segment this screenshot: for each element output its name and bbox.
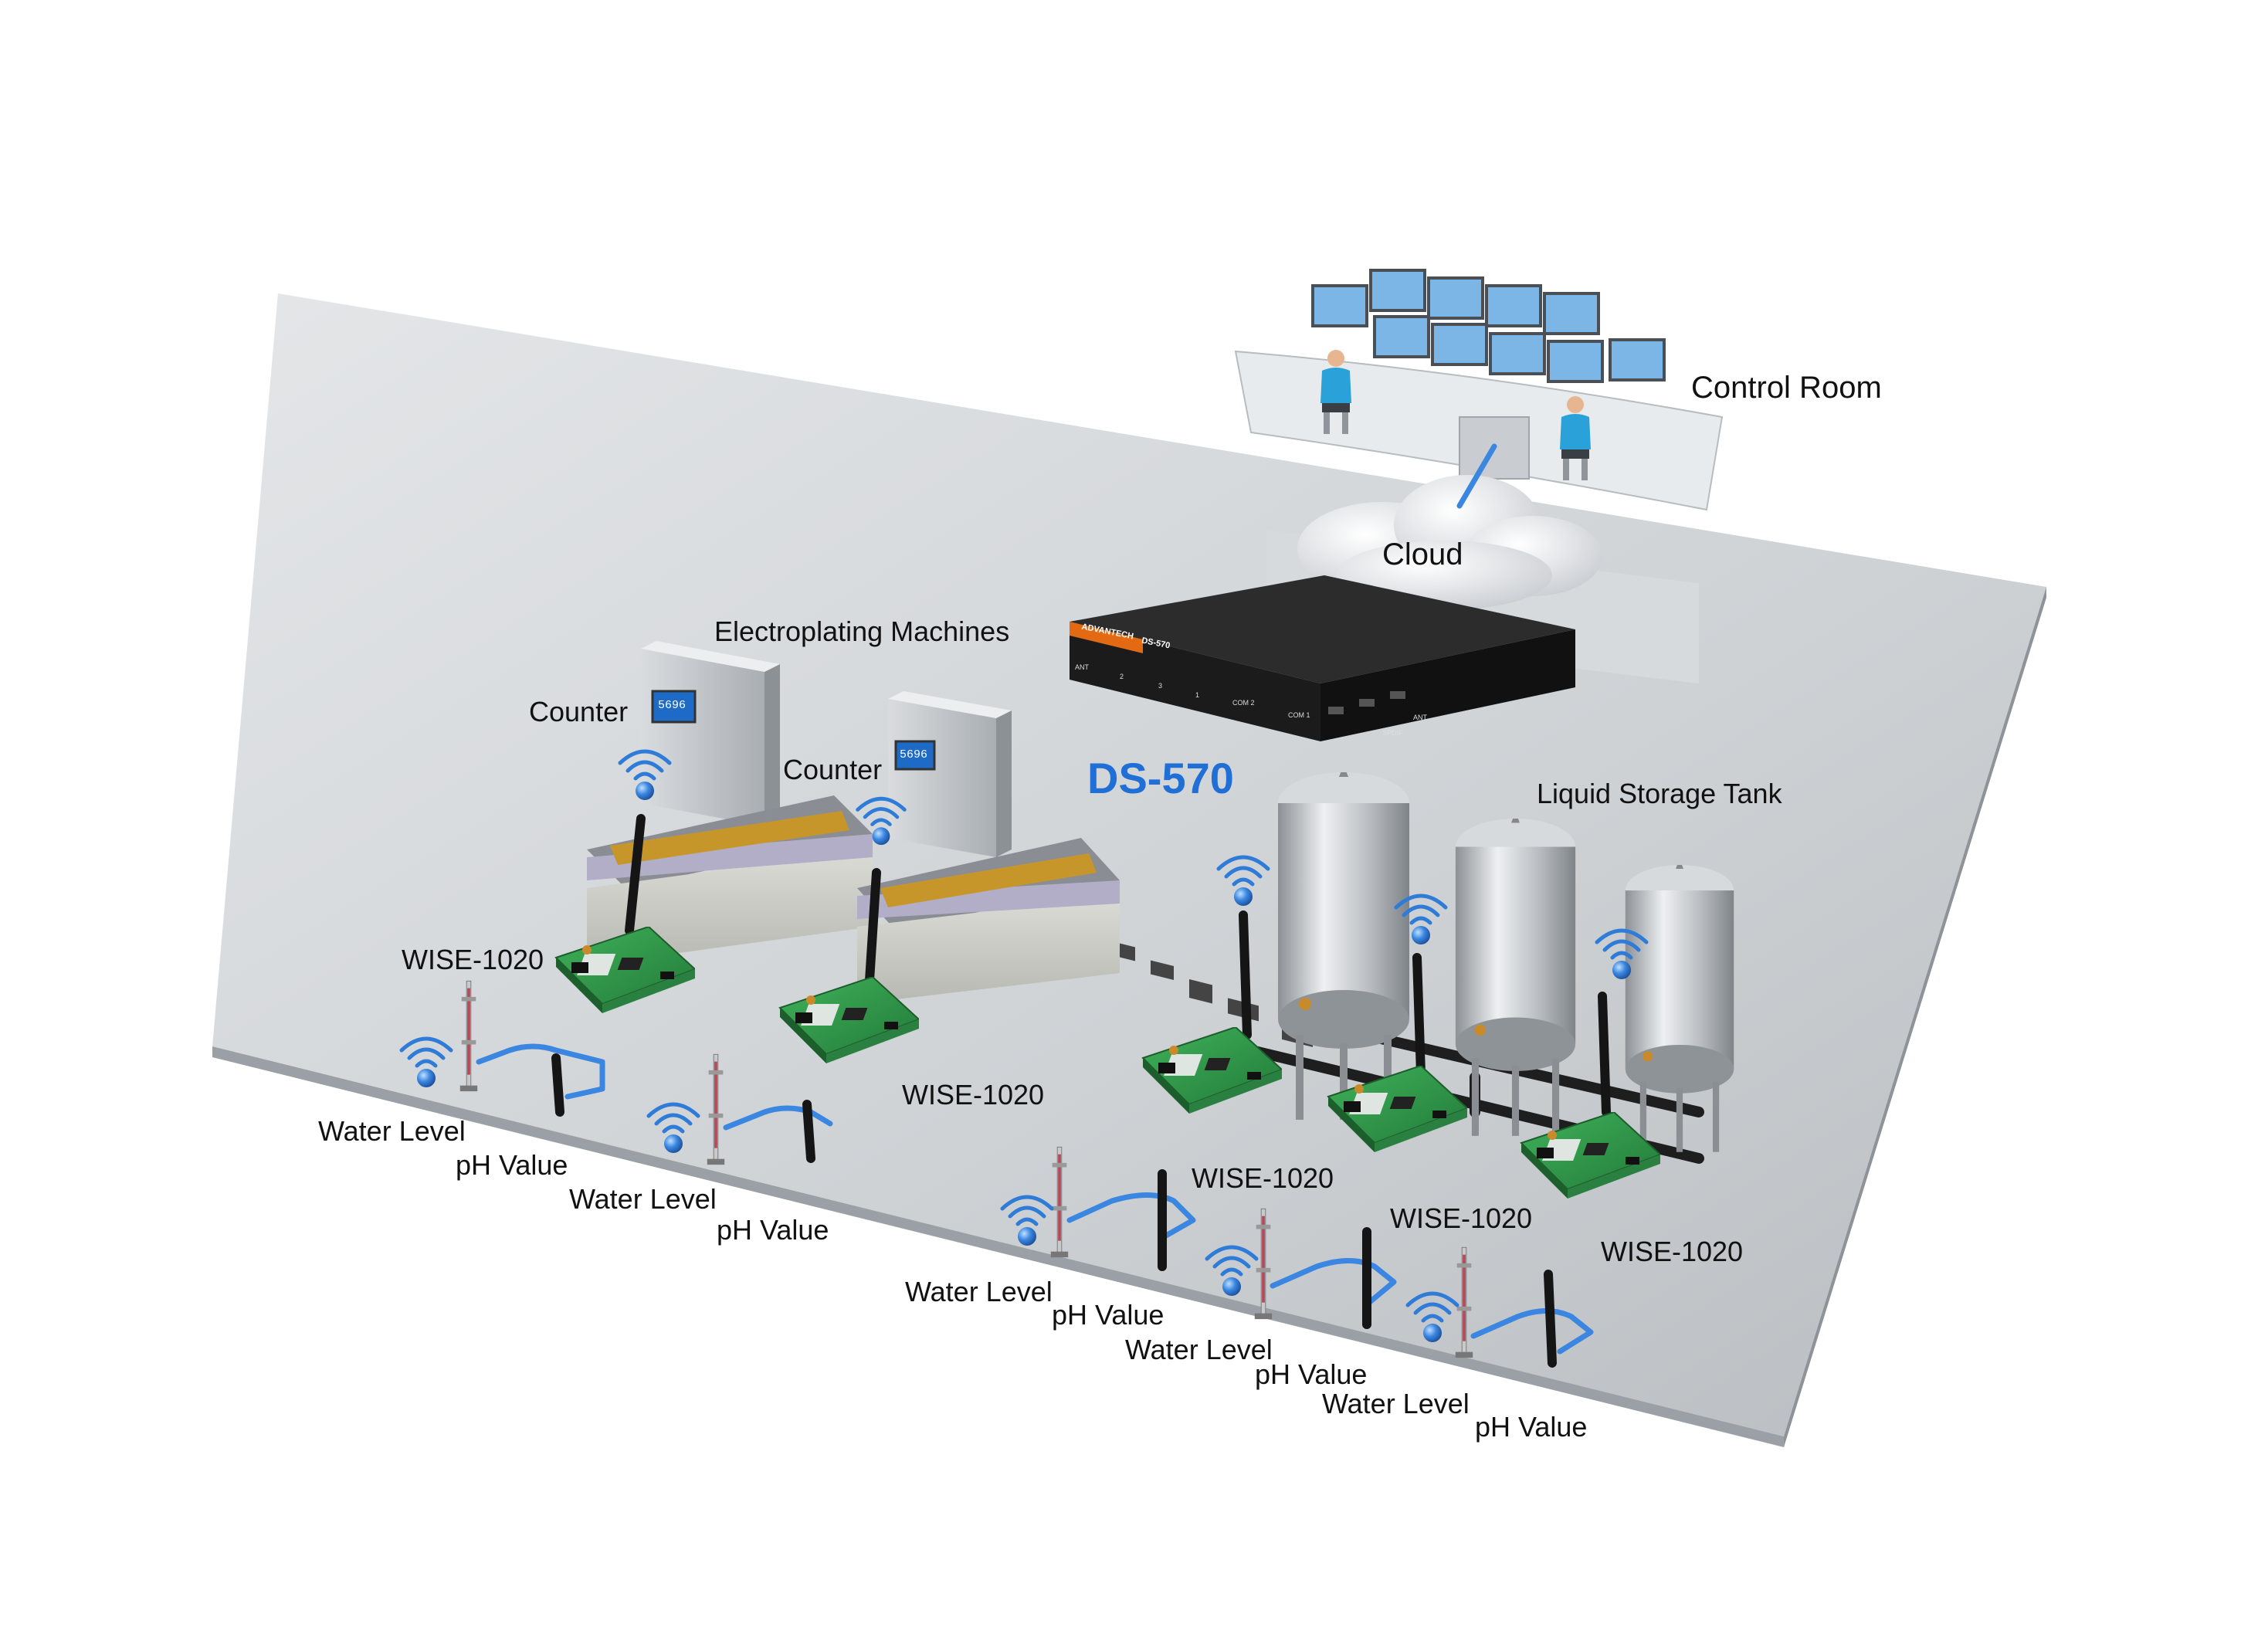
electroplating-machine <box>857 691 1120 1004</box>
device-port-label: 3 <box>1158 682 1163 690</box>
monitor-icon <box>1547 340 1604 383</box>
monitor-icon <box>1543 292 1600 335</box>
counter-label: Counter <box>529 696 629 727</box>
control-room-label: Control Room <box>1691 371 1882 405</box>
device-port-label: 1 <box>1195 691 1200 699</box>
floor-edge <box>212 1046 1784 1447</box>
electroplating-label: Electroplating Machines <box>714 615 1010 647</box>
device-port-label: ANT <box>1413 714 1427 721</box>
wise-label: WISE-1020 <box>402 944 544 975</box>
ds570-device <box>1070 575 1575 1047</box>
wise-label: WISE-1020 <box>1192 1162 1334 1194</box>
floor-edge-right <box>1784 587 2046 1447</box>
ph-value-label: pH Value <box>1255 1358 1368 1390</box>
counter-display: 5696 <box>900 748 928 761</box>
device-port-label: ANT <box>1075 663 1089 671</box>
wise-label: WISE-1020 <box>1390 1202 1533 1234</box>
monitor-icon <box>1311 284 1368 327</box>
monitor-icon <box>1373 315 1430 358</box>
device-port-label: SPDIF <box>1382 729 1403 737</box>
water-level-label: Water Level <box>1125 1334 1273 1365</box>
monitor-icon <box>1369 269 1426 312</box>
monitor-icon <box>1609 338 1666 381</box>
wise-label: WISE-1020 <box>1601 1236 1744 1267</box>
water-level-label: Water Level <box>1322 1388 1470 1419</box>
device-port-label: COM 1 <box>1288 711 1310 719</box>
device-port-label: COM 2 <box>1232 699 1255 707</box>
device-port-label: 2 <box>1120 673 1124 680</box>
ph-value-label: pH Value <box>456 1149 568 1181</box>
monitor-icon <box>1427 276 1484 320</box>
water-level-label: Water Level <box>569 1183 717 1215</box>
wise-label: WISE-1020 <box>902 1079 1045 1111</box>
cloud-label: Cloud <box>1382 537 1463 571</box>
water-level-label: Water Level <box>905 1276 1053 1307</box>
liquid-storage-tank <box>1625 865 1734 1152</box>
ph-value-label: pH Value <box>1475 1411 1588 1443</box>
liquid-storage-tank <box>1278 772 1409 1120</box>
ph-value-label: pH Value <box>717 1214 829 1246</box>
monitor-icon <box>1489 332 1546 375</box>
counter-display: 5696 <box>658 699 687 712</box>
monitor-wall <box>1311 269 1666 383</box>
water-level-label: Water Level <box>318 1115 466 1147</box>
ph-value-label: pH Value <box>1052 1299 1165 1331</box>
monitor-icon <box>1431 323 1488 366</box>
counter-label: Counter <box>783 754 883 785</box>
liquid-tank-label: Liquid Storage Tank <box>1537 778 1782 809</box>
floor-plane <box>212 293 2046 1436</box>
antenna-icon <box>551 814 1611 1368</box>
cloud-icon <box>1297 475 1602 610</box>
liquid-storage-tank <box>1455 819 1576 1136</box>
product-name: DS-570 <box>1087 754 1234 802</box>
monitor-icon <box>1485 284 1542 327</box>
